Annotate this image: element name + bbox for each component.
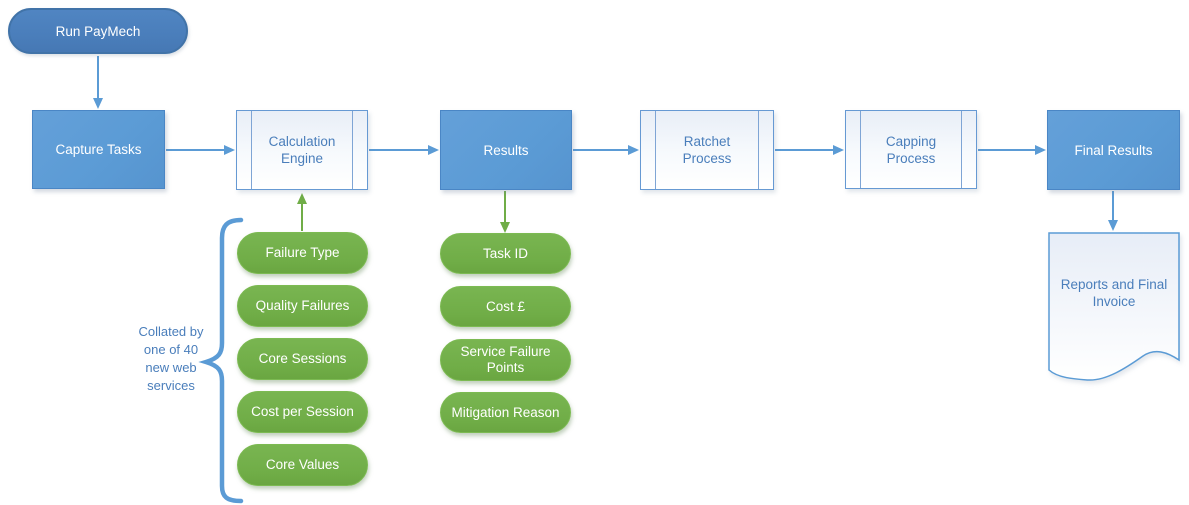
input-item-label: Quality Failures (255, 298, 350, 313)
output-item-label: Task ID (482, 245, 528, 261)
input-item-quality-failures: Quality Failures (237, 285, 368, 327)
node-capping-process-label: Capping Process (885, 133, 937, 166)
document-shape (1048, 232, 1180, 381)
node-calculation-engine-label: Calculation Engine (268, 134, 336, 166)
node-calculation-engine: Calculation Engine (236, 110, 368, 190)
output-item-label: Cost £ (485, 298, 526, 314)
node-ratchet-process: Ratchet Process (640, 110, 774, 190)
node-reports-and-final-invoice: Reports and Final Invoice (1048, 232, 1180, 384)
input-item-failure-type: Failure Type (237, 232, 368, 274)
node-final-results: Final Results (1047, 110, 1180, 190)
node-ratchet-process-label: Ratchet Process (682, 134, 732, 166)
node-final-results-label: Final Results (1074, 142, 1153, 158)
output-item-label: Service Failure Points (460, 344, 551, 375)
input-item-label: Core Values (265, 457, 340, 472)
output-item-service-failure-points: Service Failure Points (440, 339, 571, 381)
node-capture-tasks: Capture Tasks (32, 110, 165, 189)
output-item-cost: Cost £ (440, 286, 571, 327)
predefined-inner-line-right (961, 111, 962, 188)
input-item-label: Cost per Session (251, 404, 354, 419)
output-item-label: Mitigation Reason (451, 404, 560, 420)
output-item-mitigation-reason: Mitigation Reason (440, 392, 571, 433)
node-capping-process: Capping Process (845, 110, 977, 189)
node-run-paymech: Run PayMech (8, 8, 188, 54)
predefined-inner-line-left (860, 111, 861, 188)
node-run-paymech-label: Run PayMech (55, 23, 141, 39)
predefined-inner-line-right (758, 111, 759, 189)
node-results: Results (440, 110, 572, 190)
input-item-core-sessions: Core Sessions (237, 338, 368, 380)
group-brace (198, 217, 244, 504)
predefined-inner-line-left (251, 111, 252, 189)
node-results-label: Results (483, 142, 529, 158)
output-item-task-id: Task ID (440, 233, 571, 274)
predefined-inner-line-right (352, 111, 353, 189)
input-item-label: Failure Type (265, 245, 340, 260)
predefined-inner-line-left (655, 111, 656, 189)
annotation-collated-by-web-services: Collated by one of 40 new web services (138, 324, 204, 393)
input-item-label: Core Sessions (258, 351, 347, 366)
node-capture-tasks-label: Capture Tasks (55, 142, 142, 157)
input-item-core-values: Core Values (237, 444, 368, 486)
node-reports-and-final-invoice-label: Reports and Final Invoice (1060, 277, 1168, 309)
input-item-cost-per-session: Cost per Session (237, 391, 368, 433)
